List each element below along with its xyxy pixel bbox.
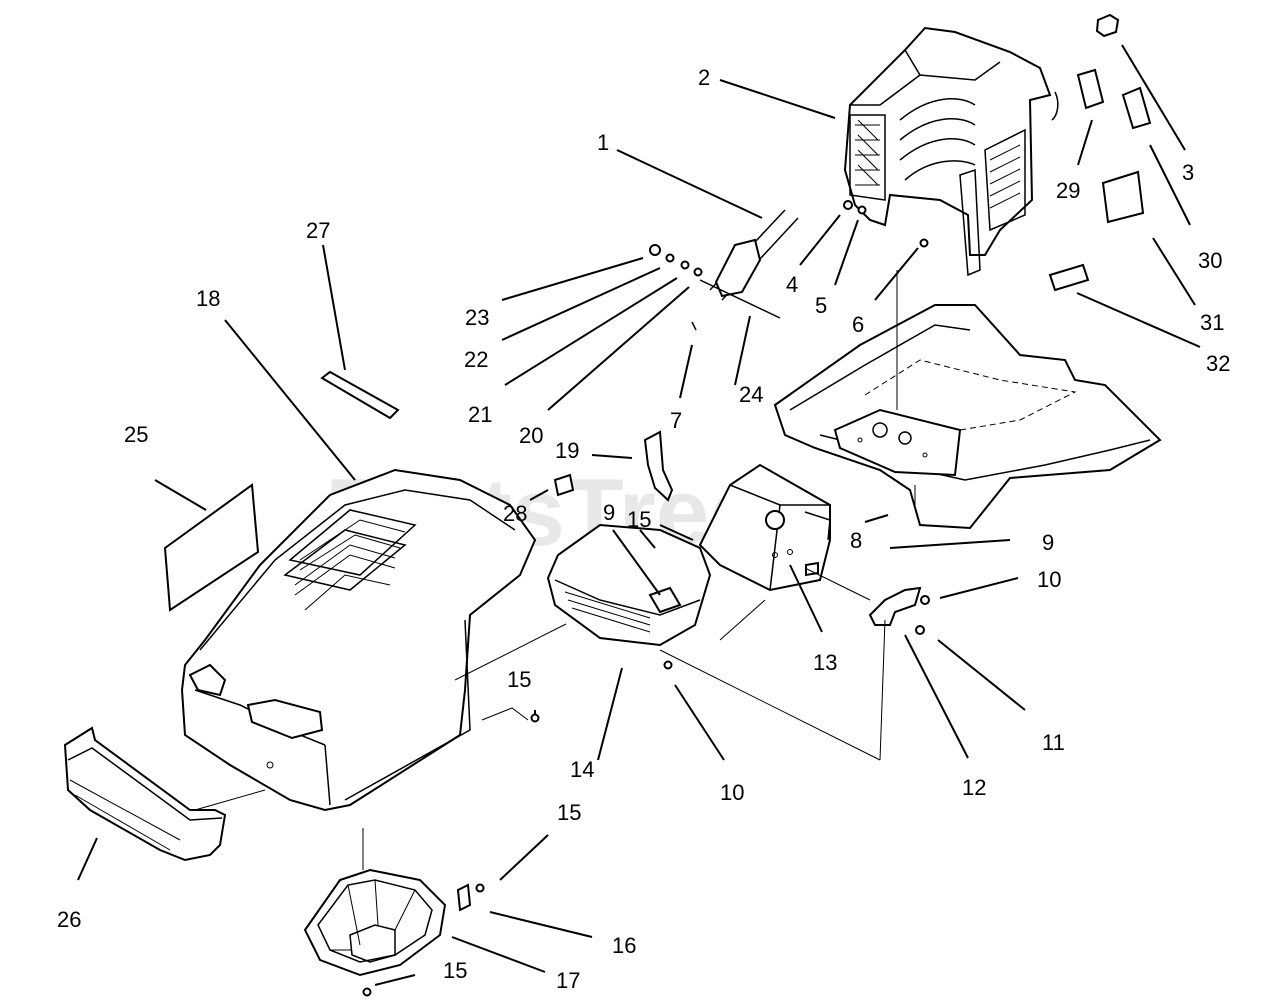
callout-11: 11	[1042, 730, 1065, 755]
part-hood	[180, 468, 537, 812]
callout-17: 17	[556, 968, 580, 993]
callout-28: 28	[503, 501, 527, 526]
callout-27: 27	[306, 218, 330, 243]
part-decal-27	[320, 370, 400, 420]
part-bumper	[63, 726, 227, 862]
callout-15-hood: 15	[507, 667, 531, 692]
callout-1: 1	[597, 130, 609, 155]
part-decal-32	[1048, 263, 1090, 292]
callout-15-duct: 15	[557, 800, 581, 825]
callout-3: 3	[1182, 160, 1194, 185]
callout-13: 13	[813, 650, 837, 675]
callout-26: 26	[57, 907, 81, 932]
callout-32: 32	[1206, 351, 1230, 376]
callout-4: 4	[786, 272, 798, 297]
part-decal-30	[1121, 86, 1152, 130]
callout-23: 23	[465, 305, 489, 330]
part-decal-29	[1076, 68, 1105, 110]
callout-6: 6	[852, 312, 864, 337]
callout-30: 30	[1198, 248, 1222, 273]
callout-10-right: 10	[1037, 567, 1061, 592]
callout-24: 24	[739, 382, 763, 407]
part-floor-pan	[773, 304, 1162, 530]
part-seat-pan	[843, 26, 1059, 277]
callout-10-bottom: 10	[720, 780, 744, 805]
part-knob	[1095, 13, 1120, 38]
part-decal-28	[553, 473, 575, 497]
callout-8: 8	[850, 528, 862, 553]
part-bracket-19	[643, 430, 674, 502]
callout-18: 18	[196, 286, 220, 311]
callout-9-right: 9	[1042, 530, 1054, 555]
callout-15-dash: 15	[627, 507, 651, 532]
callout-15-bottom: 15	[443, 958, 467, 983]
callout-22: 22	[464, 347, 488, 372]
callout-20: 20	[519, 423, 543, 448]
callout-7: 7	[670, 408, 682, 433]
callout-12: 12	[962, 775, 986, 800]
part-decal-25	[163, 483, 260, 612]
callout-14: 14	[570, 757, 594, 782]
callout-21: 21	[468, 402, 492, 427]
part-decal-31	[1101, 170, 1145, 224]
callout-5: 5	[815, 293, 827, 318]
callout-2: 2	[698, 65, 710, 90]
leader-lines	[77, 44, 1201, 986]
part-nut-6	[919, 238, 929, 248]
part-front-grille	[546, 523, 712, 647]
callout-25: 25	[124, 422, 148, 447]
part-screw-15-c	[362, 987, 372, 997]
callout-9-left: 9	[603, 500, 615, 525]
callout-31: 31	[1200, 310, 1224, 335]
callout-16: 16	[612, 933, 636, 958]
part-seat-lever	[649, 209, 799, 331]
callout-labels: 1 2 3 4 5 6 7 8 9 9 10 10 11 12 13 14 15…	[57, 65, 1230, 993]
part-screw-15-a	[530, 713, 540, 723]
part-screw-10-a	[663, 660, 673, 670]
part-dash-panel	[698, 463, 831, 592]
part-bolt-10-right	[920, 595, 930, 605]
part-washer-5	[857, 205, 867, 215]
callout-29: 29	[1056, 178, 1080, 203]
part-pin-4	[843, 200, 853, 210]
part-air-duct	[303, 868, 472, 977]
part-bolt-11	[915, 625, 925, 635]
callout-19: 19	[555, 438, 579, 463]
part-bracket-12	[868, 586, 922, 626]
part-screw-15-b	[475, 883, 485, 893]
